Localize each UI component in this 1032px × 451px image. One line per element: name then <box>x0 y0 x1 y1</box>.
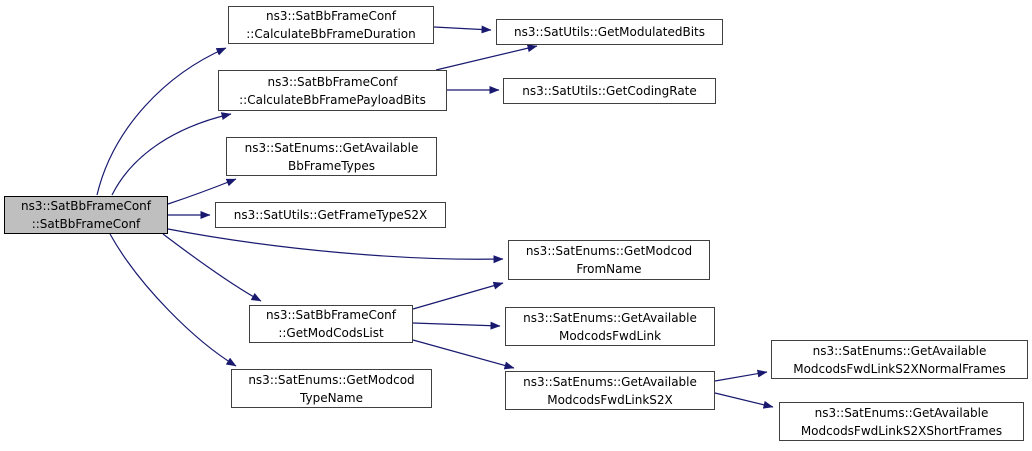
node-getavailablemodcodsfwdlinks2xshortframes[interactable]: ns3::SatEnums::GetAvailable ModcodsFwdLi… <box>779 402 1024 441</box>
node-label-line: ns3::SatEnums::GetModcod <box>248 372 415 387</box>
edge-getmodcodslist-to-getmodcodfromname <box>412 281 504 310</box>
edge-calculatebbframeduration-to-getmodulatedbits <box>433 25 492 34</box>
edge-getavailablemodcodsfwdlinks2x-to-normalframes <box>714 369 768 382</box>
node-label-line: ModcodsFwdLinkS2XNormalFrames <box>793 361 1006 376</box>
node-label-line: ns3::SatEnums::GetModcod <box>525 244 693 258</box>
node-label-line: ModcodsFwdLinkS2X <box>547 392 673 407</box>
node-calculatebbframeduration[interactable]: ns3::SatBbFrameConf ::CalculateBbFrameDu… <box>228 6 434 44</box>
node-label-line: ::CalculateBbFrameDuration <box>246 27 416 41</box>
node-label-line: ns3::SatEnums::GetAvailable <box>523 374 697 389</box>
node-label-line: ns3::SatUtils::GetCodingRate <box>522 84 697 98</box>
node-label-line: ::SatBbFrameConf <box>31 217 141 231</box>
node-getmodcodtypename[interactable]: ns3::SatEnums::GetModcod TypeName <box>231 369 432 408</box>
node-label-line: ns3::SatBbFrameConf <box>267 74 398 89</box>
node-label-line: BbFrameTypes <box>287 158 376 173</box>
node-getmodcodslist[interactable]: ns3::SatBbFrameConf ::GetModCodsList <box>249 305 413 343</box>
node-label-line: ns3::SatEnums::GetAvailable <box>244 140 419 155</box>
edge-calculatebbframepayloadbits-to-getmodulatedbits <box>435 44 538 71</box>
node-label-line: ModcodsFwdLinkS2XShortFrames <box>800 423 1003 438</box>
node-label-line: FromName <box>576 262 642 276</box>
node-label-line: ns3::SatUtils::GetModulatedBits <box>514 25 705 39</box>
node-getcodingrate[interactable]: ns3::SatUtils::GetCodingRate <box>503 78 716 104</box>
node-getavailablemodcodsfwdlinks2x[interactable]: ns3::SatEnums::GetAvailable ModcodsFwdLi… <box>505 371 715 410</box>
node-calculatebbframepayloadbits[interactable]: ns3::SatBbFrameConf ::CalculateBbFramePa… <box>218 70 447 111</box>
edge-satbbframeconf-to-getavailablebbframetypes <box>167 178 237 205</box>
edge-satbbframeconf-to-getmodcodslist <box>162 233 262 302</box>
node-label-line: ns3::SatEnums::GetAvailable <box>814 405 989 420</box>
node-label-line: ns3::SatBbFrameConf <box>20 199 152 213</box>
edge-satbbframeconf-to-getmodcodtypename <box>109 233 237 367</box>
node-label-line: ns3::SatEnums::GetAvailable <box>812 343 987 358</box>
node-label-line: ::CalculateBbFramePayloadBits <box>239 92 426 107</box>
node-label-line: ::GetModCodsList <box>278 326 384 340</box>
node-label-line: ns3::SatBbFrameConf <box>265 308 397 322</box>
node-getmodcodfromname[interactable]: ns3::SatEnums::GetModcod FromName <box>508 240 710 280</box>
node-getavailablemodcodsfwdlink[interactable]: ns3::SatEnums::GetAvailable ModcodsFwdLi… <box>505 307 715 346</box>
node-label-line: TypeName <box>300 390 363 405</box>
edge-getmodcodslist-to-getavailablemodcodsfwdlink <box>412 321 501 330</box>
node-getmodulatedbits[interactable]: ns3::SatUtils::GetModulatedBits <box>496 19 723 45</box>
node-label-line: ModcodsFwdLink <box>558 328 662 343</box>
edge-getavailablemodcodsfwdlinks2x-to-shortframes <box>714 392 774 409</box>
node-getavailablebbframetypes[interactable]: ns3::SatEnums::GetAvailable BbFrameTypes <box>226 137 437 176</box>
edge-satbbframeconf-to-calculatebbframeduration <box>96 47 227 196</box>
node-label-line: ns3::SatBbFrameConf <box>265 9 397 23</box>
node-label-line: ns3::SatEnums::GetAvailable <box>523 310 697 325</box>
edge-getmodcodslist-to-getavailablemodcodsfwdlinks2x <box>412 339 515 370</box>
edge-satbbframeconf-to-getmodcodfromname <box>167 228 504 264</box>
node-label-line: ns3::SatUtils::GetFrameTypeS2X <box>233 208 428 222</box>
node-getframetypes2x[interactable]: ns3::SatUtils::GetFrameTypeS2X <box>215 202 446 228</box>
edge-satbbframeconf-to-calculatebbframepayloadbits <box>111 112 232 196</box>
node-getavailablemodcodsfwdlinks2xnormalframes[interactable]: ns3::SatEnums::GetAvailable ModcodsFwdLi… <box>771 340 1028 379</box>
node-satbbframeconf-constructor[interactable]: ns3::SatBbFrameConf ::SatBbFrameConf <box>4 196 168 234</box>
